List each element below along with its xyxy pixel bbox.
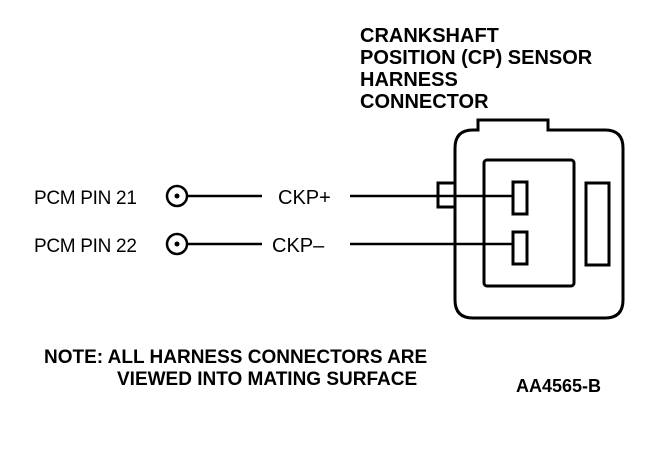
connector-title: CRANKSHAFT POSITION (CP) SENSOR HARNESS … (360, 25, 593, 113)
circuit-pcm-pin-22: PCM PIN 22 CKP– (34, 230, 529, 266)
pcm-pin-21-label: PCM PIN 21 (34, 188, 137, 209)
pin-blade-icon (511, 230, 529, 266)
circuit-pcm-pin-21: PCM PIN 21 CKP+ (34, 180, 529, 216)
pcm-pin-22-label: PCM PIN 22 (34, 236, 137, 257)
connector-body-icon (436, 118, 625, 320)
pin-blade-icon (511, 180, 529, 216)
connector-title-line-1: CRANKSHAFT (360, 25, 499, 47)
note: NOTE: ALL HARNESS CONNECTORS ARE VIEWED … (44, 347, 427, 390)
ckp-minus-label: CKP– (272, 235, 325, 257)
connector-title-line-2: POSITION (CP) SENSOR (360, 47, 593, 69)
connector-title-line-3: HARNESS (360, 69, 458, 91)
note-line-1: NOTE: ALL HARNESS CONNECTORS ARE (44, 347, 427, 368)
connector-title-line-4: CONNECTOR (360, 91, 489, 113)
ckp-plus-label: CKP+ (278, 187, 331, 209)
figure-code: AA4565-B (516, 376, 601, 396)
note-line-2: VIEWED INTO MATING SURFACE (117, 369, 417, 390)
